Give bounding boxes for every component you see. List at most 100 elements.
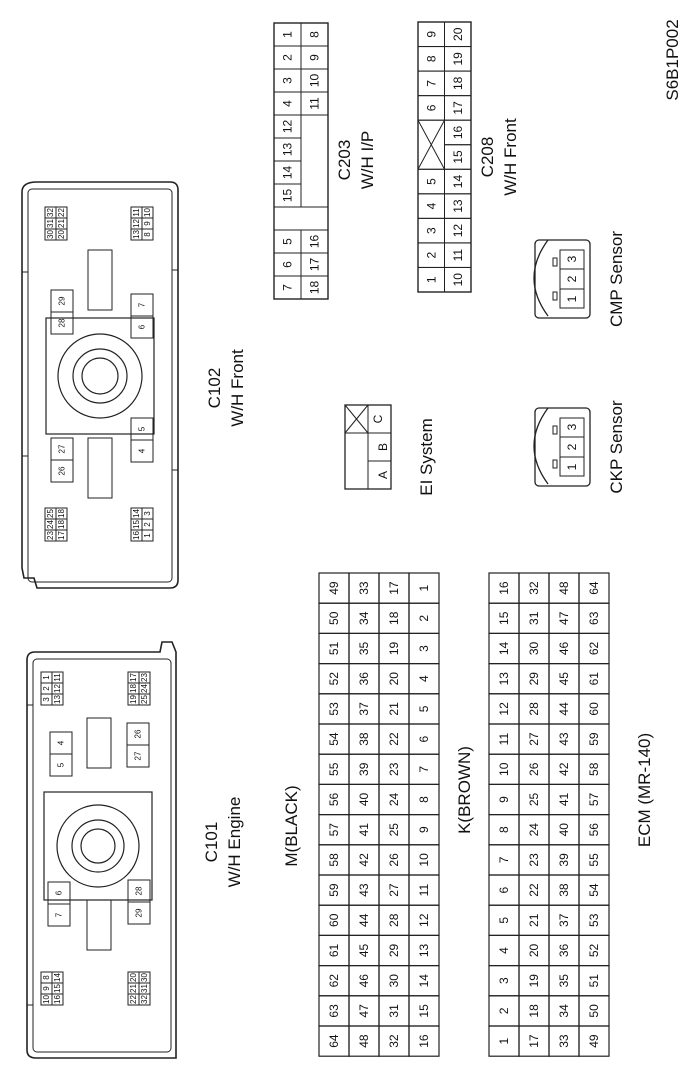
c102-g6-pin: 13 — [132, 230, 141, 239]
c203-top-pin: 2 — [281, 54, 295, 61]
c101-g7-pin: 18 — [129, 684, 138, 693]
c208-top-pin: 6 — [424, 104, 438, 111]
ecm-k-pin: 20 — [527, 944, 541, 958]
ecm-k-pin: 56 — [587, 823, 601, 837]
ecm-m-pin: 38 — [357, 732, 371, 746]
ecm-k-pin: 25 — [527, 793, 541, 807]
c101-g7-pin: 19 — [129, 695, 138, 704]
ecm-k-label: K(BROWN) — [455, 746, 474, 834]
ecm-k-pin: 15 — [497, 611, 511, 625]
c102-g3-pin: 26 — [58, 466, 67, 475]
ckp-sensor-label: CKP Sensor — [607, 400, 626, 494]
ecm-m-pin: 20 — [387, 672, 401, 686]
ecm-k-pin: 19 — [527, 974, 541, 988]
ecm-m-pin: 49 — [327, 581, 341, 595]
ecm-m-pin: 6 — [417, 735, 431, 742]
ecm-k-pin: 52 — [587, 944, 601, 958]
c203-subtitle: W/H I/P — [358, 131, 377, 190]
c203-gap-cell — [273, 206, 329, 231]
ecm-k-pin: 17 — [527, 1034, 541, 1048]
ei-system-connector: A B C — [344, 404, 392, 490]
ecm-k-pin: 43 — [557, 732, 571, 746]
c101-g2-pin: 31 — [140, 984, 149, 993]
ecm-k-pin: 60 — [587, 702, 601, 716]
c208-bottom-pin: 17 — [451, 101, 465, 115]
c101-g0-pin: 10 — [42, 995, 51, 1004]
c102-g2-pin: 4 — [138, 448, 147, 453]
c101-g6-pin: 11 — [53, 673, 62, 682]
c203-blank-cell — [300, 114, 329, 208]
ecm-m-pin: 58 — [327, 853, 341, 867]
c208-top-pin-cell — [417, 21, 445, 48]
c203-bottom-pin: 9 — [308, 54, 322, 61]
c101-g6-pin: 12 — [53, 684, 62, 693]
ecm-k-pin: 59 — [587, 732, 601, 746]
ecm-k-block: 1234567891011121314151617181920212223242… — [488, 572, 610, 1057]
ecm-k-pin: 40 — [557, 823, 571, 837]
ecm-k-pin: 38 — [557, 883, 571, 897]
ecm-m-pin: 27 — [387, 883, 401, 897]
ecm-k-pin: 36 — [557, 944, 571, 958]
c203-top-pin: 6 — [281, 261, 295, 268]
c101-g7-pin: 25 — [140, 695, 149, 704]
ecm-m-pin: 11 — [417, 884, 431, 897]
c208-bottom-pin: 11 — [451, 249, 465, 262]
ecm-m-pin: 1 — [417, 584, 431, 591]
c102-g3-pin: 27 — [58, 444, 67, 453]
ecm-k-pin: 7 — [497, 856, 511, 863]
ecm-k-pin: 35 — [557, 974, 571, 988]
ecm-m-pin: 10 — [417, 853, 431, 867]
c101-g2-pin: 32 — [140, 995, 149, 1004]
c101-g6-pin: 13 — [53, 695, 62, 704]
ecm-m-pin: 24 — [387, 793, 401, 807]
c101-g2-pin: 22 — [129, 995, 138, 1004]
c208-subtitle: W/H Front — [501, 118, 520, 196]
ecm-k-pin: 14 — [497, 642, 511, 656]
c208-top-pin: 7 — [424, 80, 438, 87]
ecm-k-pin: 11 — [497, 733, 511, 746]
cmp-pin-3: 3 — [565, 255, 579, 262]
c101-g1-pin-cell — [47, 903, 71, 927]
c102-g6-pin: 8 — [143, 232, 152, 237]
c102-g6-pin: 10 — [143, 208, 152, 217]
c102-g7-pin: 20 — [57, 230, 66, 239]
c102-g6-pin: 11 — [132, 208, 141, 217]
ecm-k-pin: 2 — [497, 1007, 511, 1014]
c203-bottom-pin: 8 — [308, 31, 322, 38]
c102-g4-pin: 7 — [138, 302, 147, 307]
c208-top-pin: 4 — [424, 202, 438, 209]
c102-g0-pin: 16 — [132, 531, 141, 540]
c101-g0-pin: 15 — [53, 984, 62, 993]
ecm-m-pin: 23 — [387, 762, 401, 776]
ei-system-label: EI System — [417, 418, 436, 495]
ecm-m-pin: 7 — [417, 766, 431, 773]
ecm-k-pin: 26 — [527, 762, 541, 776]
c101-g4-pin: 4 — [57, 740, 66, 745]
ei-pin-a: A — [376, 471, 390, 479]
ecm-m-pin: 31 — [387, 1004, 401, 1018]
c102-g0-pin: 15 — [132, 520, 141, 529]
c102-g6-pin: 9 — [143, 221, 152, 226]
c101-g0-pin: 9 — [42, 986, 51, 991]
ecm-k-pin: 23 — [527, 853, 541, 867]
ecm-m-pin: 64 — [327, 1034, 341, 1048]
ecm-m-pin: 41 — [357, 823, 371, 837]
c208-bottom-pin: 13 — [451, 199, 465, 213]
ecm-k-pin: 49 — [587, 1034, 601, 1048]
ecm-k-pin: 46 — [557, 642, 571, 656]
c203-bottom-pin: 10 — [308, 74, 322, 88]
ecm-k-pin: 44 — [557, 702, 571, 716]
ecm-m-pin: 17 — [387, 581, 401, 595]
ecm-k-pin: 3 — [497, 977, 511, 984]
c208-top-pin: 5 — [424, 178, 438, 185]
ecm-m-label: M(BLACK) — [282, 785, 301, 866]
ei-pin-b: B — [376, 443, 390, 451]
ecm-m-pin: 25 — [387, 823, 401, 837]
c102-g1-pin: 18 — [57, 520, 66, 529]
ecm-k-pin: 50 — [587, 1004, 601, 1018]
c101-g5-pin: 27 — [134, 751, 143, 760]
ecm-k-pin: 54 — [587, 883, 601, 897]
